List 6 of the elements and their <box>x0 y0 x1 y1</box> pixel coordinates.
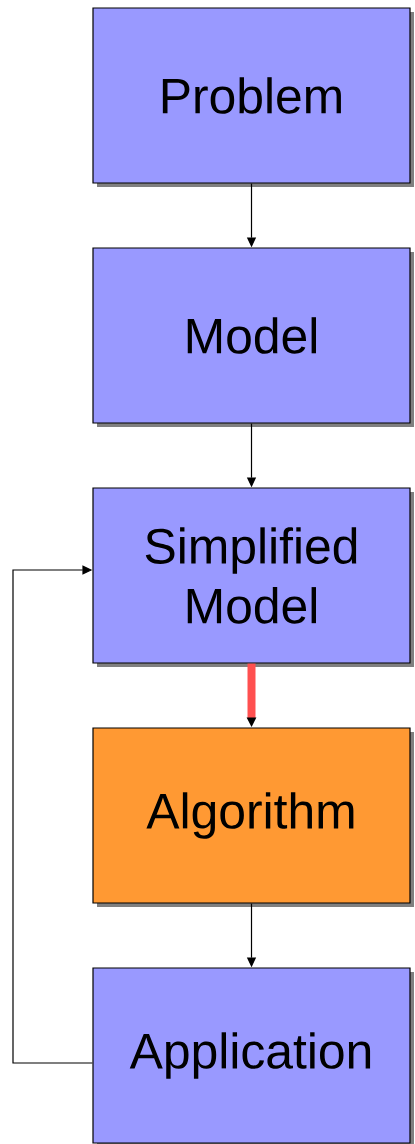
process-box: Problem <box>92 7 414 187</box>
process-box: Application <box>92 967 414 1144</box>
arrow <box>12 565 93 1064</box>
process-box: Simplified Model <box>92 487 414 667</box>
process-box: Algorithm <box>92 727 414 907</box>
process-box: Model <box>92 247 414 427</box>
